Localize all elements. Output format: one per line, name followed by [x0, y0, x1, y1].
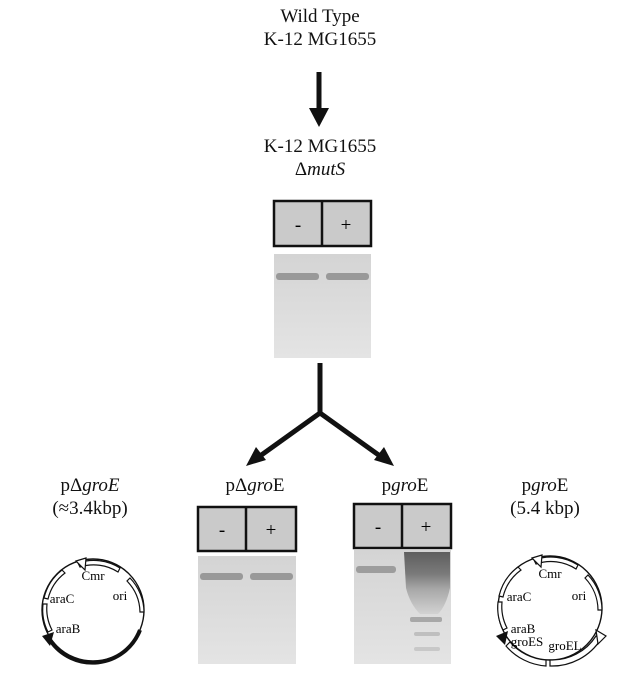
groe-gel-gene: gro — [391, 475, 417, 496]
gel-del-groe-body — [198, 556, 296, 664]
plasmid-groe-ori-label: ori — [572, 588, 587, 603]
plasmid-groe-arac-gene — [498, 566, 522, 598]
del-groe-gene: groE — [82, 475, 120, 496]
gel-groe-band-plus-2 — [410, 617, 442, 622]
gel-groe-band-plus-4 — [414, 647, 440, 651]
plasmid-groe-groel-label: groEL — [548, 638, 581, 653]
groe-gel-label: pgroE — [345, 474, 465, 497]
gel-groe: - + — [352, 502, 453, 664]
plasmid-groe-groes-label: groES — [511, 634, 544, 649]
del-groe-gel-prefix: pΔ — [225, 475, 248, 496]
gel-muts: - + — [272, 199, 373, 358]
plasmid-del-groe-arac-gene — [43, 569, 66, 600]
branch-arrowhead-right — [374, 447, 394, 466]
gel-groe-smear-plus — [404, 552, 450, 614]
gel-muts-band-plus — [326, 273, 369, 280]
plasmid-groe-ori — [584, 574, 603, 611]
plasmid-del-groe-arab-region — [48, 629, 142, 665]
plasmid-del-groe-ori-label: ori — [113, 588, 128, 603]
branch-arrowhead-left — [246, 447, 266, 466]
groe-gel-prefix: p — [381, 475, 392, 496]
groe-plasmid-size: (5.4 kbp) — [510, 498, 580, 519]
plasmid-map-del-groe: Cmr ori araC araB — [41, 557, 145, 665]
mutant-gene: mutS — [307, 159, 346, 180]
wild-type-name: Wild Type — [280, 6, 360, 27]
plasmid-groe-cmr-gene — [533, 556, 579, 570]
plasmid-groe-arab-label: araB — [511, 621, 536, 636]
plasmid-del-groe-cmr-label: Cmr — [81, 568, 105, 583]
branch-arrow — [246, 363, 394, 466]
del-groe-plasmid-label: pΔgroE (≈3.4kbp) — [20, 474, 160, 520]
plasmid-groe-groes-gene — [505, 641, 547, 667]
gel-groe-minus-label: - — [375, 517, 381, 538]
del-groe-prefix: pΔ — [60, 475, 83, 496]
del-groe-plasmid-size: (≈3.4kbp) — [52, 498, 128, 519]
mutant-genotype: ΔmutS — [220, 158, 420, 181]
gel-groe-band-minus — [356, 566, 396, 573]
gel-muts-body — [274, 254, 371, 358]
plasmid-del-groe-arab-label: araB — [56, 621, 81, 636]
gel-groe-plus-label: + — [421, 517, 432, 538]
plasmid-del-groe-arab-arrowhead — [42, 632, 54, 646]
mutant-label: K-12 MG1655 ΔmutS — [220, 135, 420, 181]
wild-type-label: Wild Type K-12 MG1655 — [220, 5, 420, 51]
gel-del-groe-band-plus — [250, 573, 293, 580]
delta-symbol: Δ — [294, 159, 308, 180]
gel-del-groe-plus-label: + — [266, 520, 277, 541]
gel-del-groe-band-minus — [200, 573, 243, 580]
plasmid-groe-arac-label: araC — [507, 589, 532, 604]
groe-plasmid-label: pgroE (5.4 kbp) — [475, 474, 615, 520]
gel-groe-band-plus-3 — [414, 632, 440, 636]
plasmid-del-groe-ori — [126, 577, 145, 613]
arrow-down — [309, 72, 329, 127]
plasmid-groe-arab-arrowhead — [496, 631, 508, 645]
gel-muts-plus-label: + — [341, 215, 352, 236]
groe-prefix: p — [521, 475, 532, 496]
gel-del-groe-minus-label: - — [219, 520, 225, 541]
groe-gel-suffix: E — [416, 475, 429, 496]
del-groe-gel-gene: gro — [247, 475, 273, 496]
plasmid-del-groe-cmr-gene — [77, 559, 121, 573]
del-groe-gel-suffix: E — [272, 475, 285, 496]
gel-muts-band-minus — [276, 273, 319, 280]
wild-type-strain: K-12 MG1655 — [263, 29, 377, 50]
gel-muts-minus-label: - — [295, 215, 301, 236]
plasmid-map-groe: Cmr ori araC araB groES groEL — [496, 554, 607, 667]
groe-gene: gro — [531, 475, 557, 496]
groe-plasmid-name: pgroE — [475, 474, 615, 497]
plasmid-del-groe-arac-label: araC — [50, 591, 75, 606]
groe-suffix: E — [556, 475, 569, 496]
del-groe-plasmid-name: pΔgroE — [20, 474, 160, 497]
del-groe-gel-label: pΔgroE — [195, 474, 315, 497]
mutant-strain: K-12 MG1655 — [263, 136, 377, 157]
plasmid-groe-cmr-label: Cmr — [538, 566, 562, 581]
gel-del-groe: - + — [196, 505, 298, 664]
